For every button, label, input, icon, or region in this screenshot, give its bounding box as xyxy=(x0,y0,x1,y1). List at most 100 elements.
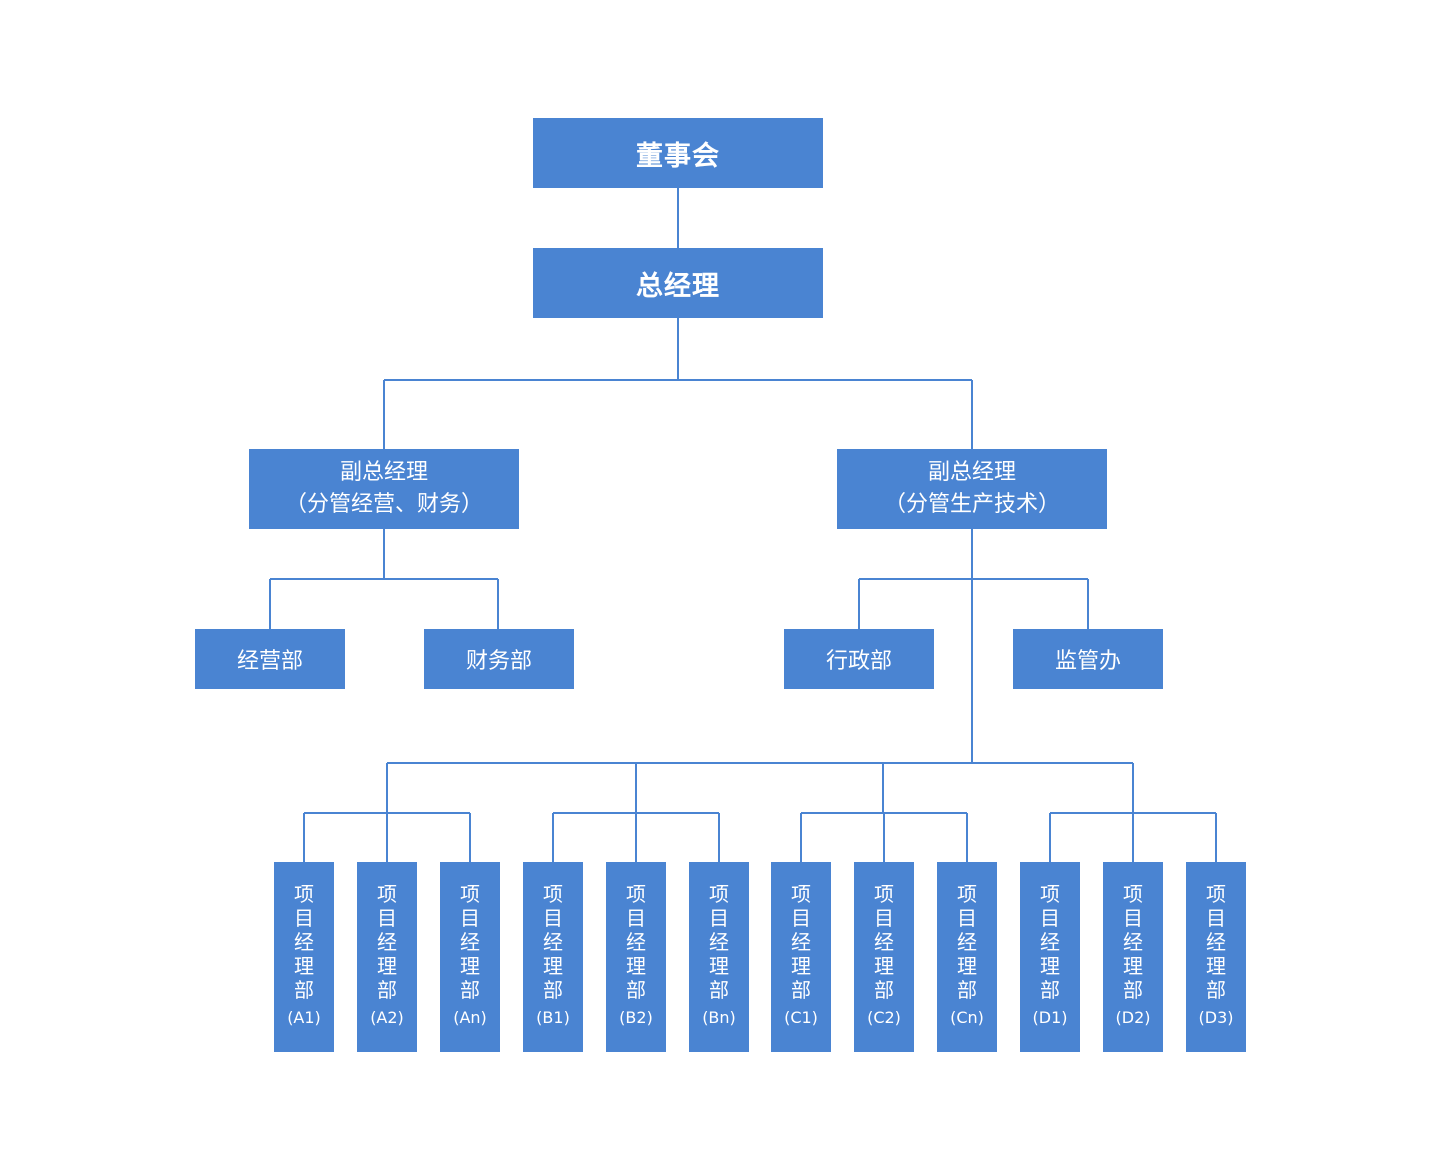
project-department-code: (An) xyxy=(453,1008,487,1027)
project-department-node: 项目经理部 (An) xyxy=(440,862,500,1052)
project-department-label-char: 目 xyxy=(294,906,314,930)
project-department-label-char: 项 xyxy=(874,882,894,906)
project-department-label-char: 理 xyxy=(294,954,314,978)
project-department-label-char: 项 xyxy=(709,882,729,906)
vp-business-finance-scope: （分管经营、财务） xyxy=(284,492,483,517)
project-department-node: 项目经理部 (B2) xyxy=(606,862,666,1052)
supervision-office-label: 监管办 xyxy=(1054,649,1121,674)
project-department-label-char: 理 xyxy=(791,954,811,978)
vp-production-tech-scope: （分管生产技术） xyxy=(883,492,1060,517)
project-department-label-char: 项 xyxy=(377,882,397,906)
project-department-node: 项目经理部 (B1) xyxy=(523,862,583,1052)
business-department-label: 经营部 xyxy=(236,649,303,674)
project-department-label-char: 部 xyxy=(791,978,811,1002)
project-department-label-char: 目 xyxy=(874,906,894,930)
project-department-code: (D3) xyxy=(1198,1008,1234,1027)
project-department-code: (D2) xyxy=(1115,1008,1151,1027)
project-department-code: (A1) xyxy=(287,1008,321,1027)
project-department-label-char: 部 xyxy=(1206,978,1226,1002)
business-department-node: 经营部 xyxy=(195,629,345,689)
project-department-label-char: 经 xyxy=(294,930,314,954)
project-department-label-char: 理 xyxy=(1123,954,1143,978)
project-department-label-char: 理 xyxy=(377,954,397,978)
project-department-label-char: 经 xyxy=(377,930,397,954)
project-department-code: (Bn) xyxy=(702,1008,736,1027)
project-department-label-char: 理 xyxy=(709,954,729,978)
project-department-code: (D1) xyxy=(1032,1008,1068,1027)
project-department-label-char: 理 xyxy=(543,954,563,978)
project-department-label-char: 理 xyxy=(957,954,977,978)
project-department-label-char: 经 xyxy=(791,930,811,954)
project-department-node: 项目经理部 (C1) xyxy=(771,862,831,1052)
project-department-node: 项目经理部(C2) xyxy=(854,862,914,1052)
project-department-label-char: 理 xyxy=(460,954,480,978)
project-department-label-char: 项 xyxy=(1206,882,1226,906)
project-department-label-char: 目 xyxy=(1123,906,1143,930)
admin-department-label: 行政部 xyxy=(825,649,892,674)
project-department-label-char: 部 xyxy=(294,978,314,1002)
project-department-code: (B1) xyxy=(536,1008,570,1027)
project-department-label-char: 目 xyxy=(626,906,646,930)
project-department-label-char: 部 xyxy=(460,978,480,1002)
project-department-node: 项目经理部(Cn) xyxy=(937,862,997,1052)
board-node: 董事会 xyxy=(533,118,823,188)
project-department-label-char: 理 xyxy=(626,954,646,978)
project-department-node: 项目经理部 (D3) xyxy=(1186,862,1246,1052)
project-department-label-char: 目 xyxy=(377,906,397,930)
project-department-label-char: 目 xyxy=(460,906,480,930)
board-label: 董事会 xyxy=(636,140,720,172)
project-department-label-char: 目 xyxy=(543,906,563,930)
project-department-label-char: 理 xyxy=(1206,954,1226,978)
project-department-label-char: 经 xyxy=(874,930,894,954)
project-department-node: 项目经理部 (A2) xyxy=(357,862,417,1052)
finance-department-label: 财务部 xyxy=(465,649,532,674)
vp-business-finance-node: 副总经理 （分管经营、财务） xyxy=(249,449,519,529)
project-department-label-char: 项 xyxy=(957,882,977,906)
project-department-label-char: 目 xyxy=(1040,906,1060,930)
project-department-node: 项目经理部 (D1) xyxy=(1020,862,1080,1052)
project-department-code: (B2) xyxy=(619,1008,653,1027)
project-department-label-char: 目 xyxy=(957,906,977,930)
project-department-label-char: 项 xyxy=(1040,882,1060,906)
project-department-label-char: 项 xyxy=(626,882,646,906)
admin-department-node: 行政部 xyxy=(784,629,934,689)
project-department-code: (A2) xyxy=(370,1008,404,1027)
project-department-label-char: 部 xyxy=(1123,978,1143,1002)
project-department-node: 项目经理部(D2) xyxy=(1103,862,1163,1052)
project-department-label-char: 目 xyxy=(1206,906,1226,930)
project-department-label-char: 部 xyxy=(626,978,646,1002)
project-department-code: (C2) xyxy=(867,1008,901,1027)
project-department-label-char: 理 xyxy=(874,954,894,978)
project-department-label-char: 理 xyxy=(1040,954,1060,978)
project-department-code: (C1) xyxy=(784,1008,818,1027)
project-department-label-char: 项 xyxy=(791,882,811,906)
project-department-code: (Cn) xyxy=(950,1008,984,1027)
vp-production-tech-node: 副总经理 （分管生产技术） xyxy=(837,449,1107,529)
project-department-label-char: 经 xyxy=(626,930,646,954)
project-department-label-char: 经 xyxy=(1123,930,1143,954)
project-department-label-char: 部 xyxy=(543,978,563,1002)
project-department-label-char: 目 xyxy=(709,906,729,930)
project-department-label-char: 经 xyxy=(543,930,563,954)
project-department-label-char: 经 xyxy=(1206,930,1226,954)
vp-production-tech-title: 副总经理 xyxy=(927,460,1016,485)
general-manager-node: 总经理 xyxy=(533,248,823,318)
project-department-label-char: 经 xyxy=(709,930,729,954)
project-department-label-char: 目 xyxy=(791,906,811,930)
project-department-label-char: 项 xyxy=(294,882,314,906)
project-department-label-char: 部 xyxy=(957,978,977,1002)
project-department-label-char: 经 xyxy=(460,930,480,954)
vp-business-finance-title: 副总经理 xyxy=(339,460,428,485)
finance-department-node: 财务部 xyxy=(424,629,574,689)
project-department-label-char: 部 xyxy=(709,978,729,1002)
project-department-label-char: 部 xyxy=(377,978,397,1002)
project-department-label-char: 经 xyxy=(1040,930,1060,954)
general-manager-label: 总经理 xyxy=(636,270,720,302)
project-department-node: 项目经理部 (A1) xyxy=(274,862,334,1052)
project-department-label-char: 部 xyxy=(1040,978,1060,1002)
project-department-label-char: 项 xyxy=(543,882,563,906)
project-department-node: 项目经理部 (Bn) xyxy=(689,862,749,1052)
project-department-label-char: 项 xyxy=(460,882,480,906)
